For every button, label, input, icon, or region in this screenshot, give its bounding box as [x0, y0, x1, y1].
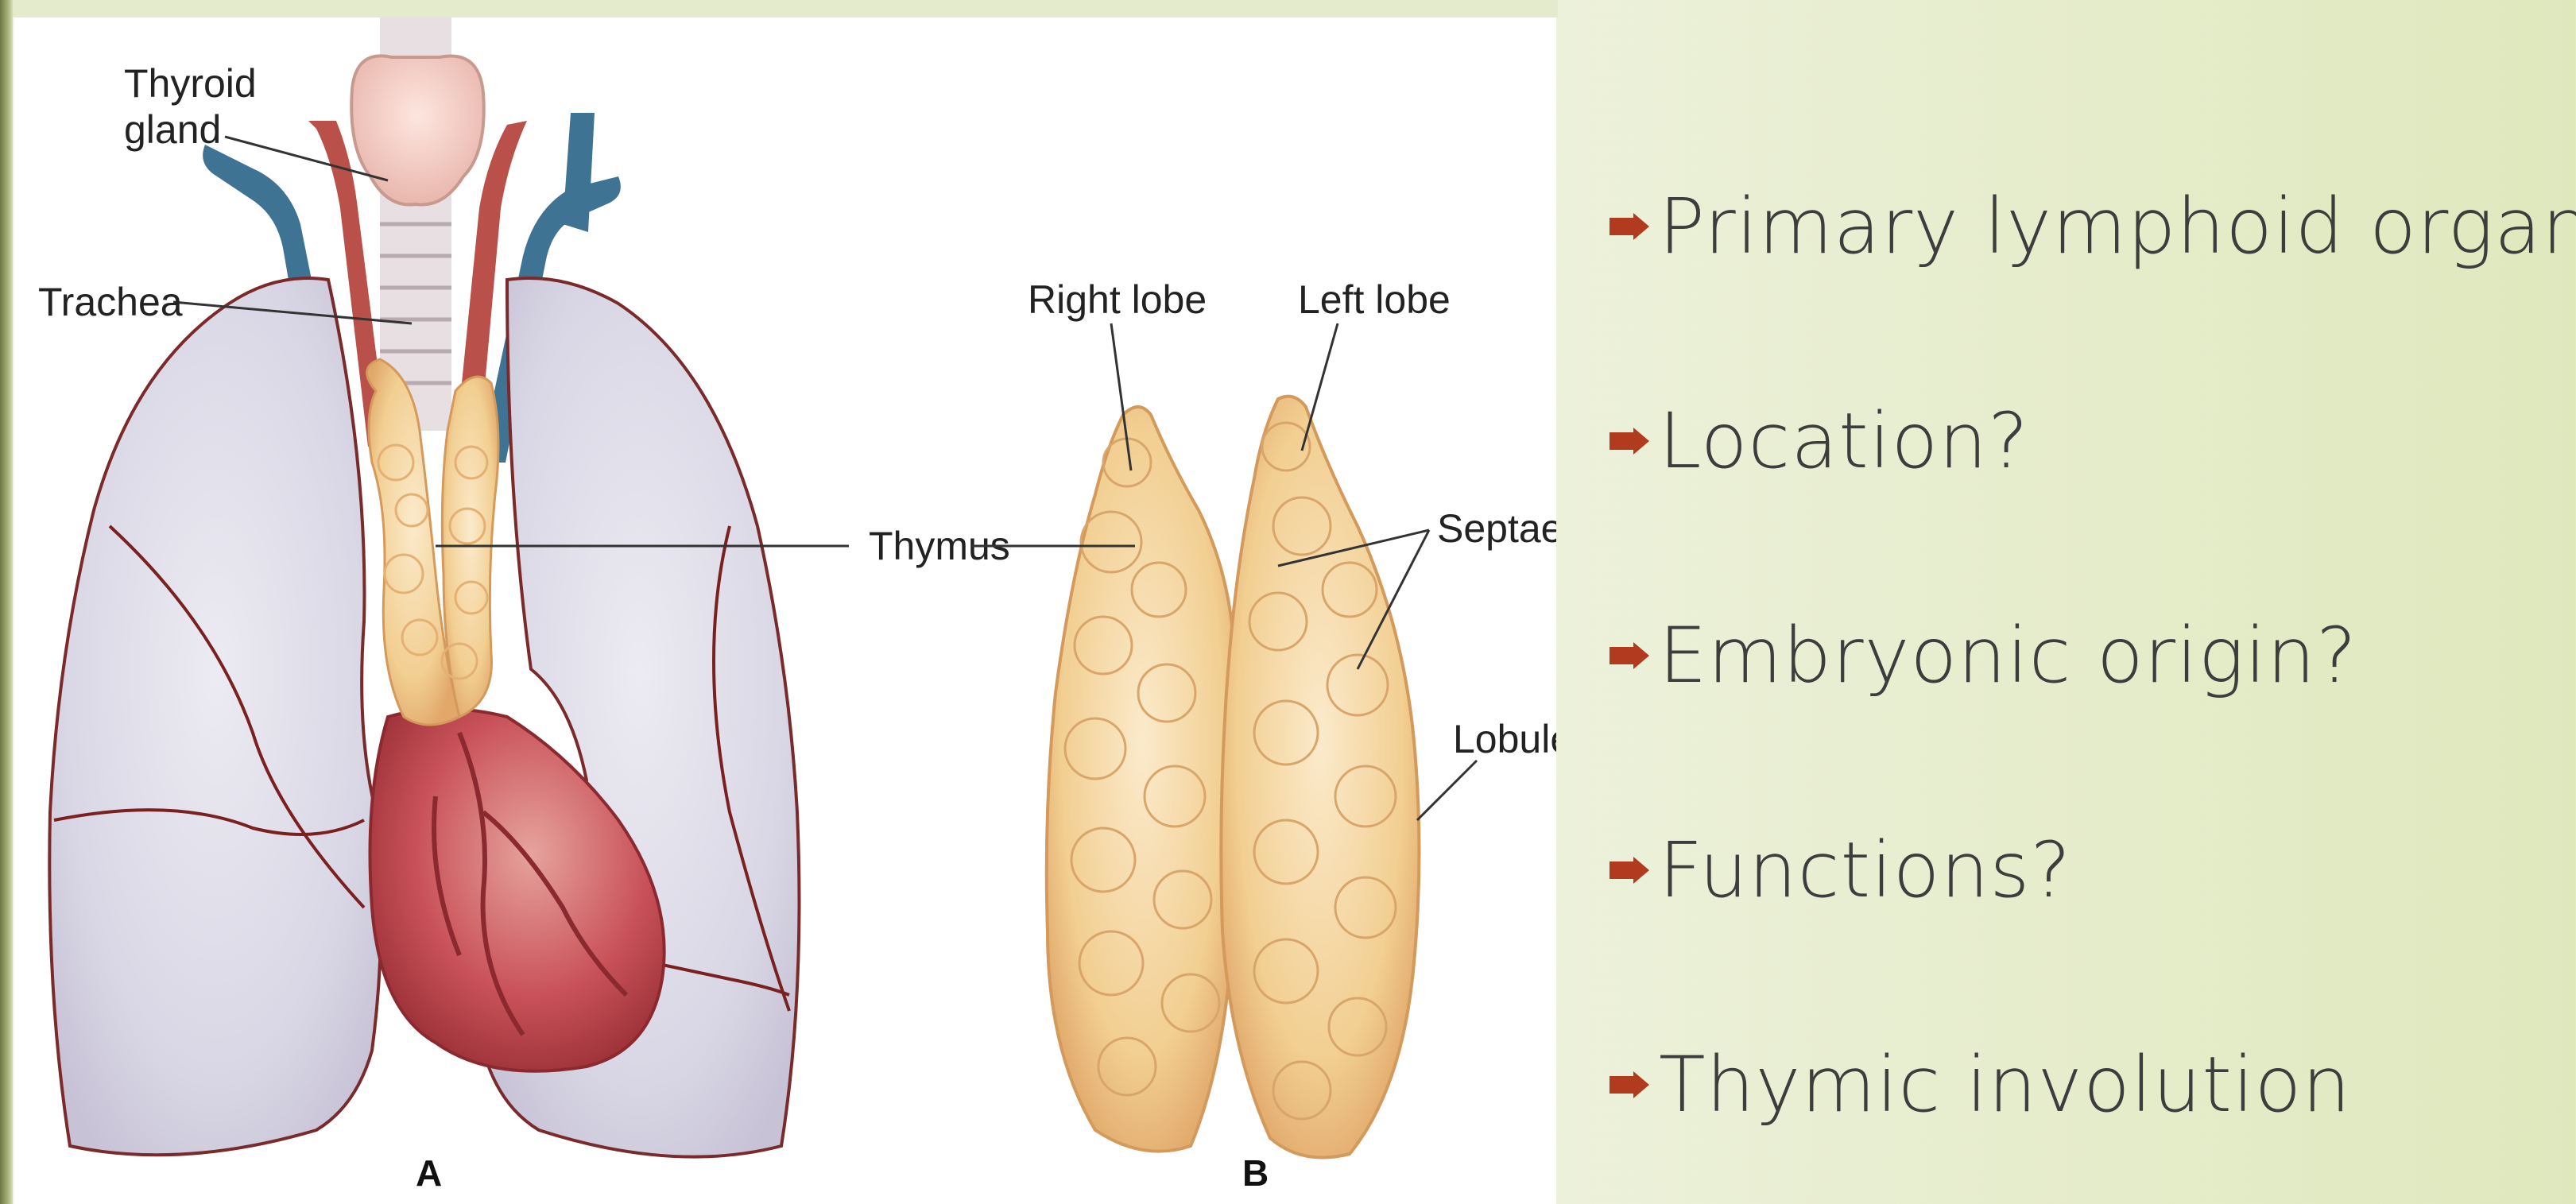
- arrow-bullet-icon: [1610, 213, 1649, 240]
- leader-lines-b: [972, 323, 1478, 822]
- bullet-text: Location?: [1659, 397, 2029, 486]
- bullet-item: Location?: [1610, 334, 2576, 548]
- thymus-panel-b: [1044, 394, 1421, 1159]
- right-lung: [48, 277, 383, 1157]
- bullet-text: Primary lymphoid organ: [1659, 182, 2576, 271]
- panel-a-letter: A: [416, 1152, 442, 1194]
- arrow-bullet-icon: [1610, 642, 1649, 669]
- bullet-list: Primary lymphoid organ Location? Embryon…: [1610, 119, 2576, 1192]
- bullet-item: Functions?: [1610, 763, 2576, 978]
- bullet-item: Embryonic origin?: [1610, 548, 2576, 763]
- arrow-bullet-icon: [1610, 428, 1649, 455]
- top-band: [0, 0, 1558, 17]
- bullet-text: Thymic involution: [1659, 1040, 2352, 1129]
- left-lobe-label: Left lobe: [1298, 277, 1451, 322]
- leader-lines-a: [172, 135, 849, 548]
- heart: [368, 707, 666, 1073]
- thyroid-gland-label-line1: Thyroid: [124, 61, 257, 106]
- bullet-item: Thymic involution: [1610, 978, 2576, 1192]
- arrow-bullet-icon: [1610, 857, 1649, 884]
- thyroid-gland-label-line2: gland: [124, 107, 221, 152]
- bullet-text: Functions?: [1659, 826, 2072, 915]
- thyroid-gland: [350, 54, 486, 207]
- bullet-text: Embryonic origin?: [1659, 611, 2357, 700]
- lobule-label: Lobule: [1453, 717, 1556, 761]
- thymus-anatomy-figure: Thyroid gland Trachea Thymus A: [14, 17, 1556, 1204]
- coronary-vessels: [432, 731, 629, 1036]
- slide-left-edge: [0, 0, 13, 1204]
- right-lobe-label: Right lobe: [1028, 277, 1207, 322]
- trachea-label: Trachea: [38, 280, 183, 324]
- arrow-bullet-icon: [1610, 1071, 1649, 1098]
- septae-label: Septae: [1437, 506, 1556, 551]
- panel-b-letter: B: [1242, 1152, 1269, 1194]
- bullet-item: Primary lymphoid organ: [1610, 119, 2576, 334]
